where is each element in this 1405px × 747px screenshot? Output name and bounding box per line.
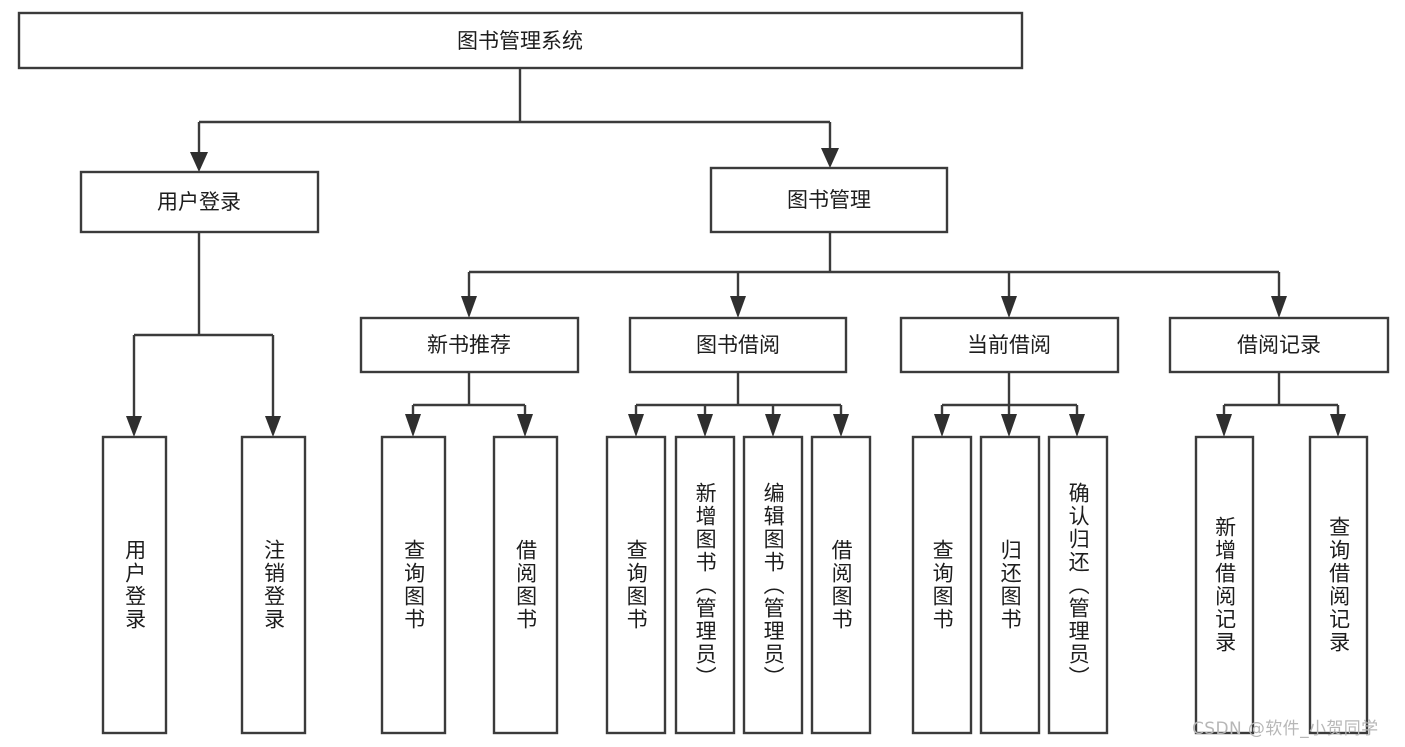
arrow-to-user-login xyxy=(190,152,208,172)
arrow-to-borrow-record xyxy=(1271,296,1287,318)
node-leaf-add-book[interactable] xyxy=(674,435,736,735)
arrow-to-leaf-query-book-2 xyxy=(628,414,644,437)
connectors-group xyxy=(126,68,1346,437)
node-book-management-label: 图书管理 xyxy=(787,188,871,212)
node-leaf-query-record[interactable] xyxy=(1308,435,1369,735)
node-leaf-query-book-1[interactable] xyxy=(380,435,447,735)
nodes-group xyxy=(17,11,1390,735)
node-leaf-confirm-return[interactable] xyxy=(1047,435,1109,735)
node-new-book-recommend[interactable] xyxy=(359,316,580,374)
arrow-to-current-borrow xyxy=(1001,296,1017,318)
node-current-borrow-label: 当前借阅 xyxy=(967,333,1051,357)
arrow-to-leaf-add-record xyxy=(1216,414,1232,437)
node-leaf-query-book-3[interactable] xyxy=(911,435,973,735)
node-leaf-edit-book[interactable] xyxy=(742,435,804,735)
arrow-to-leaf-borrow-book-1 xyxy=(517,414,533,437)
arrow-to-book-management xyxy=(821,148,839,168)
watermark: CSDN @软件_小贺同学 xyxy=(1192,719,1379,739)
node-user-login[interactable] xyxy=(79,170,320,234)
node-leaf-return-book[interactable] xyxy=(979,435,1041,735)
arrow-to-leaf-borrow-book-2 xyxy=(833,414,849,437)
node-leaf-borrow-book-1[interactable] xyxy=(492,435,559,735)
node-leaf-borrow-book-2[interactable] xyxy=(810,435,872,735)
arrow-to-leaf-user-login xyxy=(126,416,142,437)
node-book-management[interactable] xyxy=(709,166,949,234)
node-leaf-logout-login[interactable] xyxy=(240,435,307,735)
arrow-to-leaf-query-record xyxy=(1330,414,1346,437)
node-borrow-record-label: 借阅记录 xyxy=(1237,333,1321,357)
node-leaf-user-login[interactable] xyxy=(101,435,168,735)
arrow-to-leaf-add-book xyxy=(697,414,713,437)
node-borrow-record[interactable] xyxy=(1168,316,1390,374)
arrow-to-leaf-query-book-3 xyxy=(934,414,950,437)
node-book-borrow-label: 图书借阅 xyxy=(696,333,780,357)
node-leaf-query-book-2[interactable] xyxy=(605,435,667,735)
arrow-to-leaf-query-book-1 xyxy=(405,414,421,437)
arrow-to-leaf-confirm-return xyxy=(1069,414,1085,437)
node-user-login-label: 用户登录 xyxy=(157,190,241,214)
arrow-to-leaf-edit-book xyxy=(765,414,781,437)
node-new-book-recommend-label: 新书推荐 xyxy=(427,333,511,357)
node-book-borrow[interactable] xyxy=(628,316,848,374)
arrow-to-book-borrow xyxy=(730,296,746,318)
arrow-to-new-book-recommend xyxy=(461,296,477,318)
horizontal-labels-group: 图书管理系统 用户登录 图书管理 新书推荐 图书借阅 当前借阅 借阅记录 xyxy=(157,29,1321,357)
node-root-label: 图书管理系统 xyxy=(457,29,583,53)
arrow-to-leaf-return-book xyxy=(1001,414,1017,437)
arrow-to-leaf-logout-login xyxy=(265,416,281,437)
node-current-borrow[interactable] xyxy=(899,316,1120,374)
node-root[interactable] xyxy=(17,11,1024,70)
node-leaf-add-record[interactable] xyxy=(1194,435,1255,735)
